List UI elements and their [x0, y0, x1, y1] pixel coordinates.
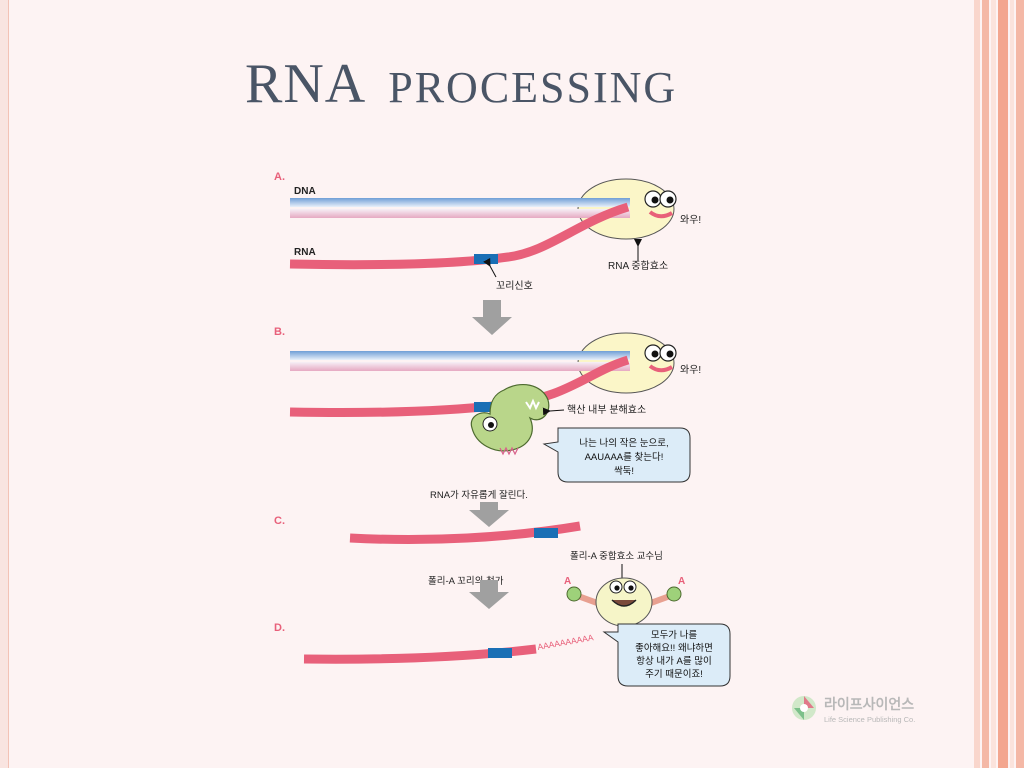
tail-signal-segment-d: [488, 648, 512, 658]
poly-a-addition-label: 폴리-A 꼬리의 첨가: [428, 576, 504, 587]
dna-strand-bottom: [290, 209, 630, 218]
bubble-b-line1: 나는 나의 작은 눈으로,: [579, 438, 668, 449]
dna-strand-bottom-b: [290, 362, 630, 371]
bubble-b-line3: 싹둑!: [614, 466, 634, 477]
polymerase-face: [644, 190, 677, 219]
dna-label: DNA: [294, 186, 316, 197]
polymerase-face-b: [644, 344, 677, 373]
rna-strand: [289, 202, 630, 270]
bubble-d-line1: 모두가 나를: [651, 630, 698, 641]
tail-signal-segment: [474, 254, 498, 264]
publisher-name-korean: 라이프사이언스: [824, 696, 914, 712]
panel-a-letter: A.: [274, 171, 285, 183]
tail-signal-segment-b: [474, 402, 498, 412]
bubble-d-line3: 항상 내가 A를 많이: [636, 656, 711, 667]
down-arrow-bc: [469, 502, 509, 527]
hand-right-a: A: [678, 576, 685, 587]
right-border-stripes: [974, 0, 1024, 768]
publisher-logo-mark: [792, 696, 816, 720]
poly-a-polymerase-professor: [566, 577, 682, 627]
speech-bubble-d: [602, 623, 731, 687]
panel-c-letter: C.: [274, 515, 285, 527]
endonuclease-pointer: [542, 407, 565, 416]
wow-text-b: 와우!: [680, 364, 701, 376]
wow-text-a: 와우!: [680, 214, 701, 226]
hand-left-a: A: [564, 576, 571, 587]
publisher-logo: 라이프사이언스 Life Science Publishing Co.: [792, 696, 915, 724]
panel-b-letter: B.: [274, 326, 285, 338]
dna-strand-top: [290, 198, 630, 207]
endonuclease-label: 핵산 내부 분해효소: [567, 403, 646, 416]
rna-processing-diagram: A. DNA RNA 와우! RNA 중합효소 꼬리신호 B. 와우!: [274, 171, 731, 687]
endonuclease-creature: [470, 383, 550, 456]
dna-strand-top-b: [290, 351, 630, 360]
cut-label: RNA가 자유롭게 잘린다.: [430, 489, 528, 501]
slide-title: RNA PROCESSING: [245, 52, 677, 116]
down-arrow-cd: [469, 580, 509, 609]
bubble-b-line2: AAUAAA를 찾는다!: [585, 452, 664, 463]
tail-signal-label: 꼬리신호: [496, 280, 533, 292]
left-border-stripe: [0, 0, 9, 768]
bubble-d-line2: 좋아해요!! 왜냐하면: [635, 642, 713, 654]
speech-bubble-b: [542, 427, 691, 483]
title-processing: PROCESSING: [388, 63, 678, 112]
down-arrow-ab: [472, 300, 512, 335]
polymerase-label: RNA 중합효소: [608, 260, 668, 272]
tail-signal-pointer: [483, 257, 497, 278]
publisher-name-english: Life Science Publishing Co.: [824, 715, 915, 724]
rna-label: RNA: [294, 247, 316, 258]
panel-d-letter: D.: [274, 622, 285, 634]
title-rna: RNA: [245, 53, 367, 115]
bubble-d-line4: 주기 때문이죠!: [645, 669, 703, 680]
tail-signal-segment-c: [534, 528, 558, 538]
poly-a-professor-label: 폴리-A 중합효소 교수님: [570, 551, 663, 562]
poly-a-tail: AAAAAAAAAA: [537, 632, 595, 652]
